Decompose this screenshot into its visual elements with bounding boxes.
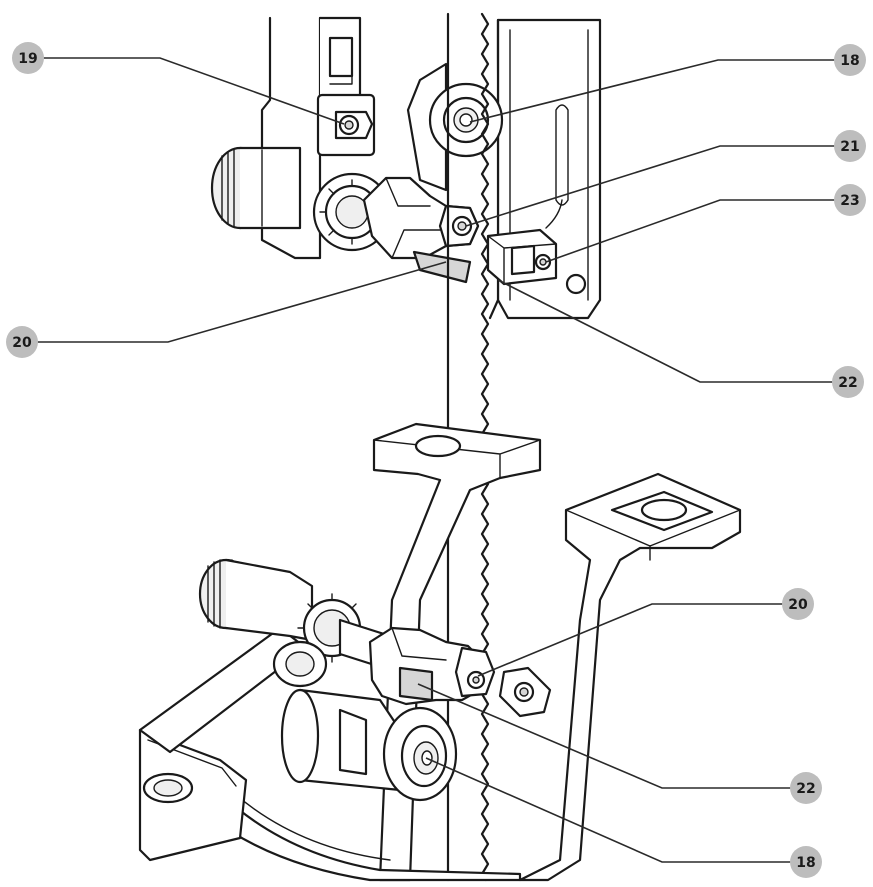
callout-19-top: 19 <box>12 42 44 74</box>
leader-22-lower <box>417 683 794 789</box>
leader-lines <box>34 57 838 863</box>
leader-18-top <box>469 59 838 123</box>
callout-18-bottom-label: 18 <box>796 855 815 871</box>
callout-21: 21 <box>834 130 866 162</box>
callout-18-top-label: 18 <box>840 53 859 69</box>
leader-20-left <box>34 261 447 343</box>
callout-20-left: 20 <box>6 326 38 358</box>
callout-23: 23 <box>834 184 866 216</box>
callout-18-bottom: 18 <box>790 846 822 878</box>
lower-blade-guide <box>138 422 742 882</box>
leader-20-lower <box>477 603 786 677</box>
leader-21 <box>465 145 838 227</box>
callout-23-label: 23 <box>840 193 859 209</box>
callout-22-top-label: 22 <box>838 375 857 391</box>
callout-22-top: 22 <box>832 366 864 398</box>
leader-18-bottom <box>425 757 794 863</box>
callout-22-lower: 22 <box>790 772 822 804</box>
callout-20-left-label: 20 <box>12 335 32 351</box>
leader-23 <box>545 199 838 263</box>
callout-19-top-label: 19 <box>18 51 37 67</box>
callout-20-lower: 20 <box>782 588 814 620</box>
callout-18-top: 18 <box>834 44 866 76</box>
upper-blade-guide <box>210 16 602 320</box>
callout-20-lower-label: 20 <box>788 597 808 613</box>
leader-22-top <box>497 279 836 383</box>
leader-19-top <box>40 57 345 125</box>
callout-21-label: 21 <box>840 139 859 155</box>
callout-22-lower-label: 22 <box>796 781 815 797</box>
